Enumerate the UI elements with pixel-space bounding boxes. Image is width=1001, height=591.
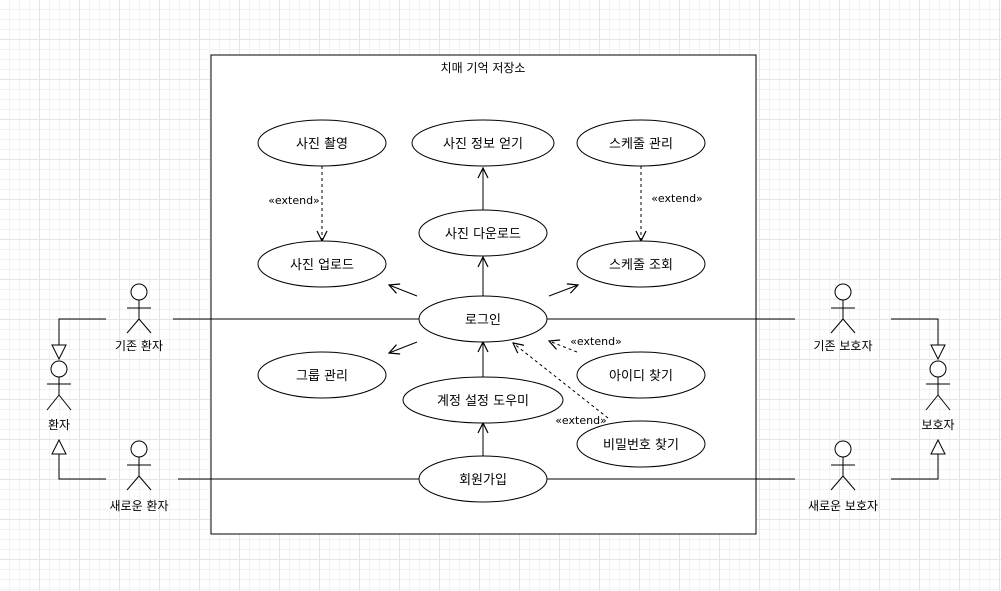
actor-existing-patient-icon [130,283,148,301]
usecase-login[interactable]: 로그인 [418,295,548,343]
usecase-photo-download-label: 사진 다운로드 [445,227,521,242]
arrow-login-to-group-manage [389,341,418,353]
usecase-schedule-view[interactable]: 스케줄 조회 [576,240,706,288]
stereotype-find-password-extend: «extend» [555,414,607,427]
arrow-login-to-upload [389,285,418,297]
usecase-find-id[interactable]: 아이디 찾기 [576,351,706,399]
usecase-signup-label: 회원가입 [459,473,507,488]
actor-new-guardian-label: 새로운 보호자 [808,499,878,513]
actor-new-guardian-icon [834,440,852,458]
actor-guardian-icon [929,360,947,378]
extend-find-password-to-login [513,343,609,419]
usecase-photo-upload-label: 사진 업로드 [290,258,354,273]
actor-patient[interactable]: 환자 [46,360,72,432]
actor-existing-patient[interactable]: 기존 환자 [115,283,163,353]
usecase-account-wizard-label: 계정 설정 도우미 [437,394,529,409]
usecase-signup[interactable]: 회원가입 [418,455,548,503]
stereotype-find-id-extend: «extend» [570,335,622,348]
usecase-photo-info[interactable]: 사진 정보 얻기 [411,119,555,167]
actor-existing-guardian-icon [834,283,852,301]
actor-new-patient[interactable]: 새로운 환자 [109,440,169,513]
usecase-group-manage-label: 그룹 관리 [296,369,348,384]
generalization-new-patient [59,440,106,480]
actor-new-patient-icon [130,440,148,458]
usecase-schedule-manage[interactable]: 스케줄 관리 [576,119,706,167]
actor-guardian-label: 보호자 [921,418,954,432]
usecase-photo-capture-label: 사진 촬영 [296,137,348,152]
usecase-account-wizard[interactable]: 계정 설정 도우미 [402,376,564,424]
usecase-schedule-view-label: 스케줄 조회 [609,258,673,273]
usecase-schedule-manage-label: 스케줄 관리 [609,137,673,152]
actor-new-patient-label: 새로운 환자 [109,499,168,513]
generalization-existing-guardian [891,318,938,359]
actor-patient-label: 환자 [48,418,70,432]
usecase-group-manage[interactable]: 그룹 관리 [257,351,387,399]
usecase-find-password[interactable]: 비밀번호 찾기 [576,420,706,468]
generalization-existing-patient [59,318,106,359]
actor-existing-guardian-label: 기존 보호자 [813,339,872,353]
usecase-photo-capture[interactable]: 사진 촬영 [257,119,387,167]
actor-existing-guardian[interactable]: 기존 보호자 [813,283,873,353]
generalization-new-guardian [891,440,938,480]
stereotype-upload-extend: «extend» [268,194,320,207]
actor-patient-icon [50,360,68,378]
actor-new-guardian[interactable]: 새로운 보호자 [808,440,878,513]
actor-existing-patient-label: 기존 환자 [115,339,163,353]
system-title: 치매 기억 저장소 [441,61,526,75]
stereotype-schedule-extend: «extend» [651,192,703,205]
usecase-login-label: 로그인 [465,313,501,328]
usecase-photo-download[interactable]: 사진 다운로드 [418,209,548,257]
usecase-find-id-label: 아이디 찾기 [609,369,673,384]
usecase-photo-info-label: 사진 정보 얻기 [443,137,523,152]
usecase-photo-upload[interactable]: 사진 업로드 [257,240,387,288]
extend-find-id-to-login [549,341,578,353]
actor-guardian[interactable]: 보호자 [921,360,955,432]
arrow-login-to-schedule-view [548,285,578,297]
usecase-find-password-label: 비밀번호 찾기 [603,438,679,453]
